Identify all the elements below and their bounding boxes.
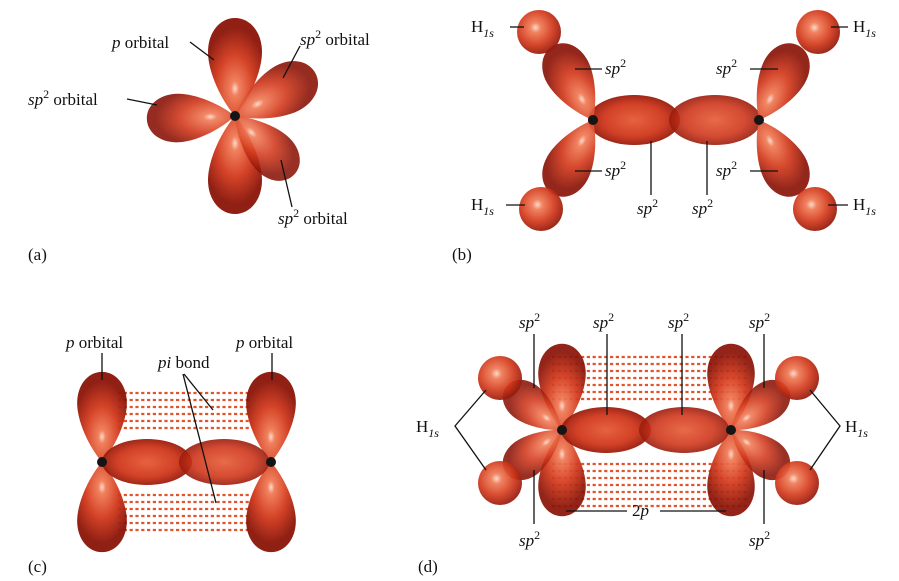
label-h1s-b-bottom-right: H1s <box>853 195 876 218</box>
label-sp2-bottom-a: sp2 orbital <box>278 206 348 228</box>
leader-sp2-bottom-a <box>280 159 293 208</box>
label-2p: 2p <box>632 501 649 520</box>
sp2-lobe-b-left-up <box>542 43 596 120</box>
nucleus-c-left <box>97 457 107 467</box>
panel-letter-c: (c) <box>28 557 47 576</box>
label-sp2-top-a: sp2 orbital <box>300 27 370 49</box>
hydrogen-1s-ball-b-top-right <box>796 10 840 54</box>
bracket-h1s-d-right <box>809 389 841 471</box>
panel-a: p orbital sp2 orbital sp2 orbital sp2 or… <box>28 18 370 264</box>
label-h1s-b-top-right: H1s <box>853 17 876 40</box>
sigma-lobe-d-left <box>561 407 651 453</box>
sigma-lobe-d-right <box>639 407 729 453</box>
label-sp2-b-1: sp2 <box>605 56 626 78</box>
label-pi-bond: pi bond <box>157 353 210 372</box>
leader-pi-bond-upper <box>183 373 214 411</box>
sigma-lobe-c-left <box>102 439 192 485</box>
sigma-bond-lobe-left <box>588 95 680 145</box>
label-sp2-b-6: sp2 <box>692 196 713 218</box>
pi-overlap-lower <box>118 493 250 532</box>
p-lobe-c-left-up <box>77 371 127 462</box>
panel-d: sp2 sp2 sp2 sp2 sp2 sp2 2p H1s H1s (d) <box>416 310 868 576</box>
leader-p-orbital-a <box>189 41 215 61</box>
sigma-bond-lobe-right <box>669 95 761 145</box>
panel-b: H1s H1s H1s H1s sp2 sp2 sp2 sp2 sp2 sp2 … <box>452 10 876 264</box>
label-sp2-b-5: sp2 <box>637 196 658 218</box>
nucleus-c-right <box>266 457 276 467</box>
right-carbon-lobes-b <box>756 43 810 197</box>
label-sp2-d-top-1: sp2 <box>519 310 540 332</box>
label-sp2-b-3: sp2 <box>605 158 626 180</box>
sp2-lobe-lower-right <box>235 116 300 181</box>
nucleus-b-left <box>588 115 598 125</box>
nucleus-d-right <box>726 425 736 435</box>
panel-letter-b: (b) <box>452 245 472 264</box>
sp2-lobe-b-right-up <box>756 43 810 120</box>
label-p-orbital-c-right: p orbital <box>235 333 293 352</box>
hydrogen-1s-ball-b-bottom-right <box>793 187 837 231</box>
label-sp2-d-bottom-2: sp2 <box>749 528 770 550</box>
sp2-lobe-d-right-down <box>731 429 791 481</box>
hydrogen-1s-ball-d-bottom-right <box>775 461 819 505</box>
label-h1s-d-left: H1s <box>416 417 439 440</box>
orbital-lobes-a <box>146 18 319 214</box>
label-p-orbital-c-left: p orbital <box>65 333 123 352</box>
panel-letter-a: (a) <box>28 245 47 264</box>
sp2-lobe-b-left-down <box>542 120 596 197</box>
panel-letter-d: (d) <box>418 557 438 576</box>
sigma-lobe-c-right <box>179 439 269 485</box>
leader-sp2-left-a <box>126 98 158 106</box>
label-sp2-d-top-3: sp2 <box>668 310 689 332</box>
panel-c: p orbital p orbital pi bond (c) <box>28 333 296 576</box>
sp2-lobe-d-left-down <box>502 429 562 481</box>
sp2-lobe-left <box>146 93 235 143</box>
bracket-h1s-d-left <box>454 389 487 471</box>
sp2-lobe-d-right-up <box>731 379 791 431</box>
p-lobe-c-left-down <box>77 462 127 553</box>
p-lobe-c-right-up <box>246 371 296 462</box>
p-orbital-lobe-up <box>208 18 262 116</box>
hydrogen-1s-ball-d-top-left <box>478 356 522 400</box>
nucleus-b-right <box>754 115 764 125</box>
label-sp2-b-2: sp2 <box>716 56 737 78</box>
nucleus-a <box>230 111 240 121</box>
label-sp2-d-top-4: sp2 <box>749 310 770 332</box>
p-lobe-c-right-down <box>246 462 296 553</box>
label-sp2-b-4: sp2 <box>716 158 737 180</box>
label-h1s-b-top-left: H1s <box>471 17 494 40</box>
label-p-orbital-a: p orbital <box>111 33 169 52</box>
sp2-lobe-b-right-down <box>756 120 810 197</box>
sp2-lobe-d-left-up <box>502 379 562 431</box>
leader-sp2-top-a <box>282 45 301 79</box>
hydrogen-1s-ball-b-bottom-left <box>519 187 563 231</box>
hydrogen-1s-ball-d-bottom-left <box>478 461 522 505</box>
hydrogen-1s-ball-d-top-right <box>775 356 819 400</box>
label-sp2-left-a: sp2 orbital <box>28 87 98 109</box>
sp2-lobe-upper-right <box>235 61 319 119</box>
hydrogen-1s-ball-b-top-left <box>517 10 561 54</box>
label-h1s-d-right: H1s <box>845 417 868 440</box>
nucleus-d-left <box>557 425 567 435</box>
leader-pi-bond-lower <box>182 373 217 504</box>
label-sp2-d-bottom-1: sp2 <box>519 528 540 550</box>
label-sp2-d-top-2: sp2 <box>593 310 614 332</box>
left-carbon-lobes-b <box>542 43 596 197</box>
label-h1s-b-bottom-left: H1s <box>471 195 494 218</box>
pi-overlap-upper <box>118 391 250 430</box>
